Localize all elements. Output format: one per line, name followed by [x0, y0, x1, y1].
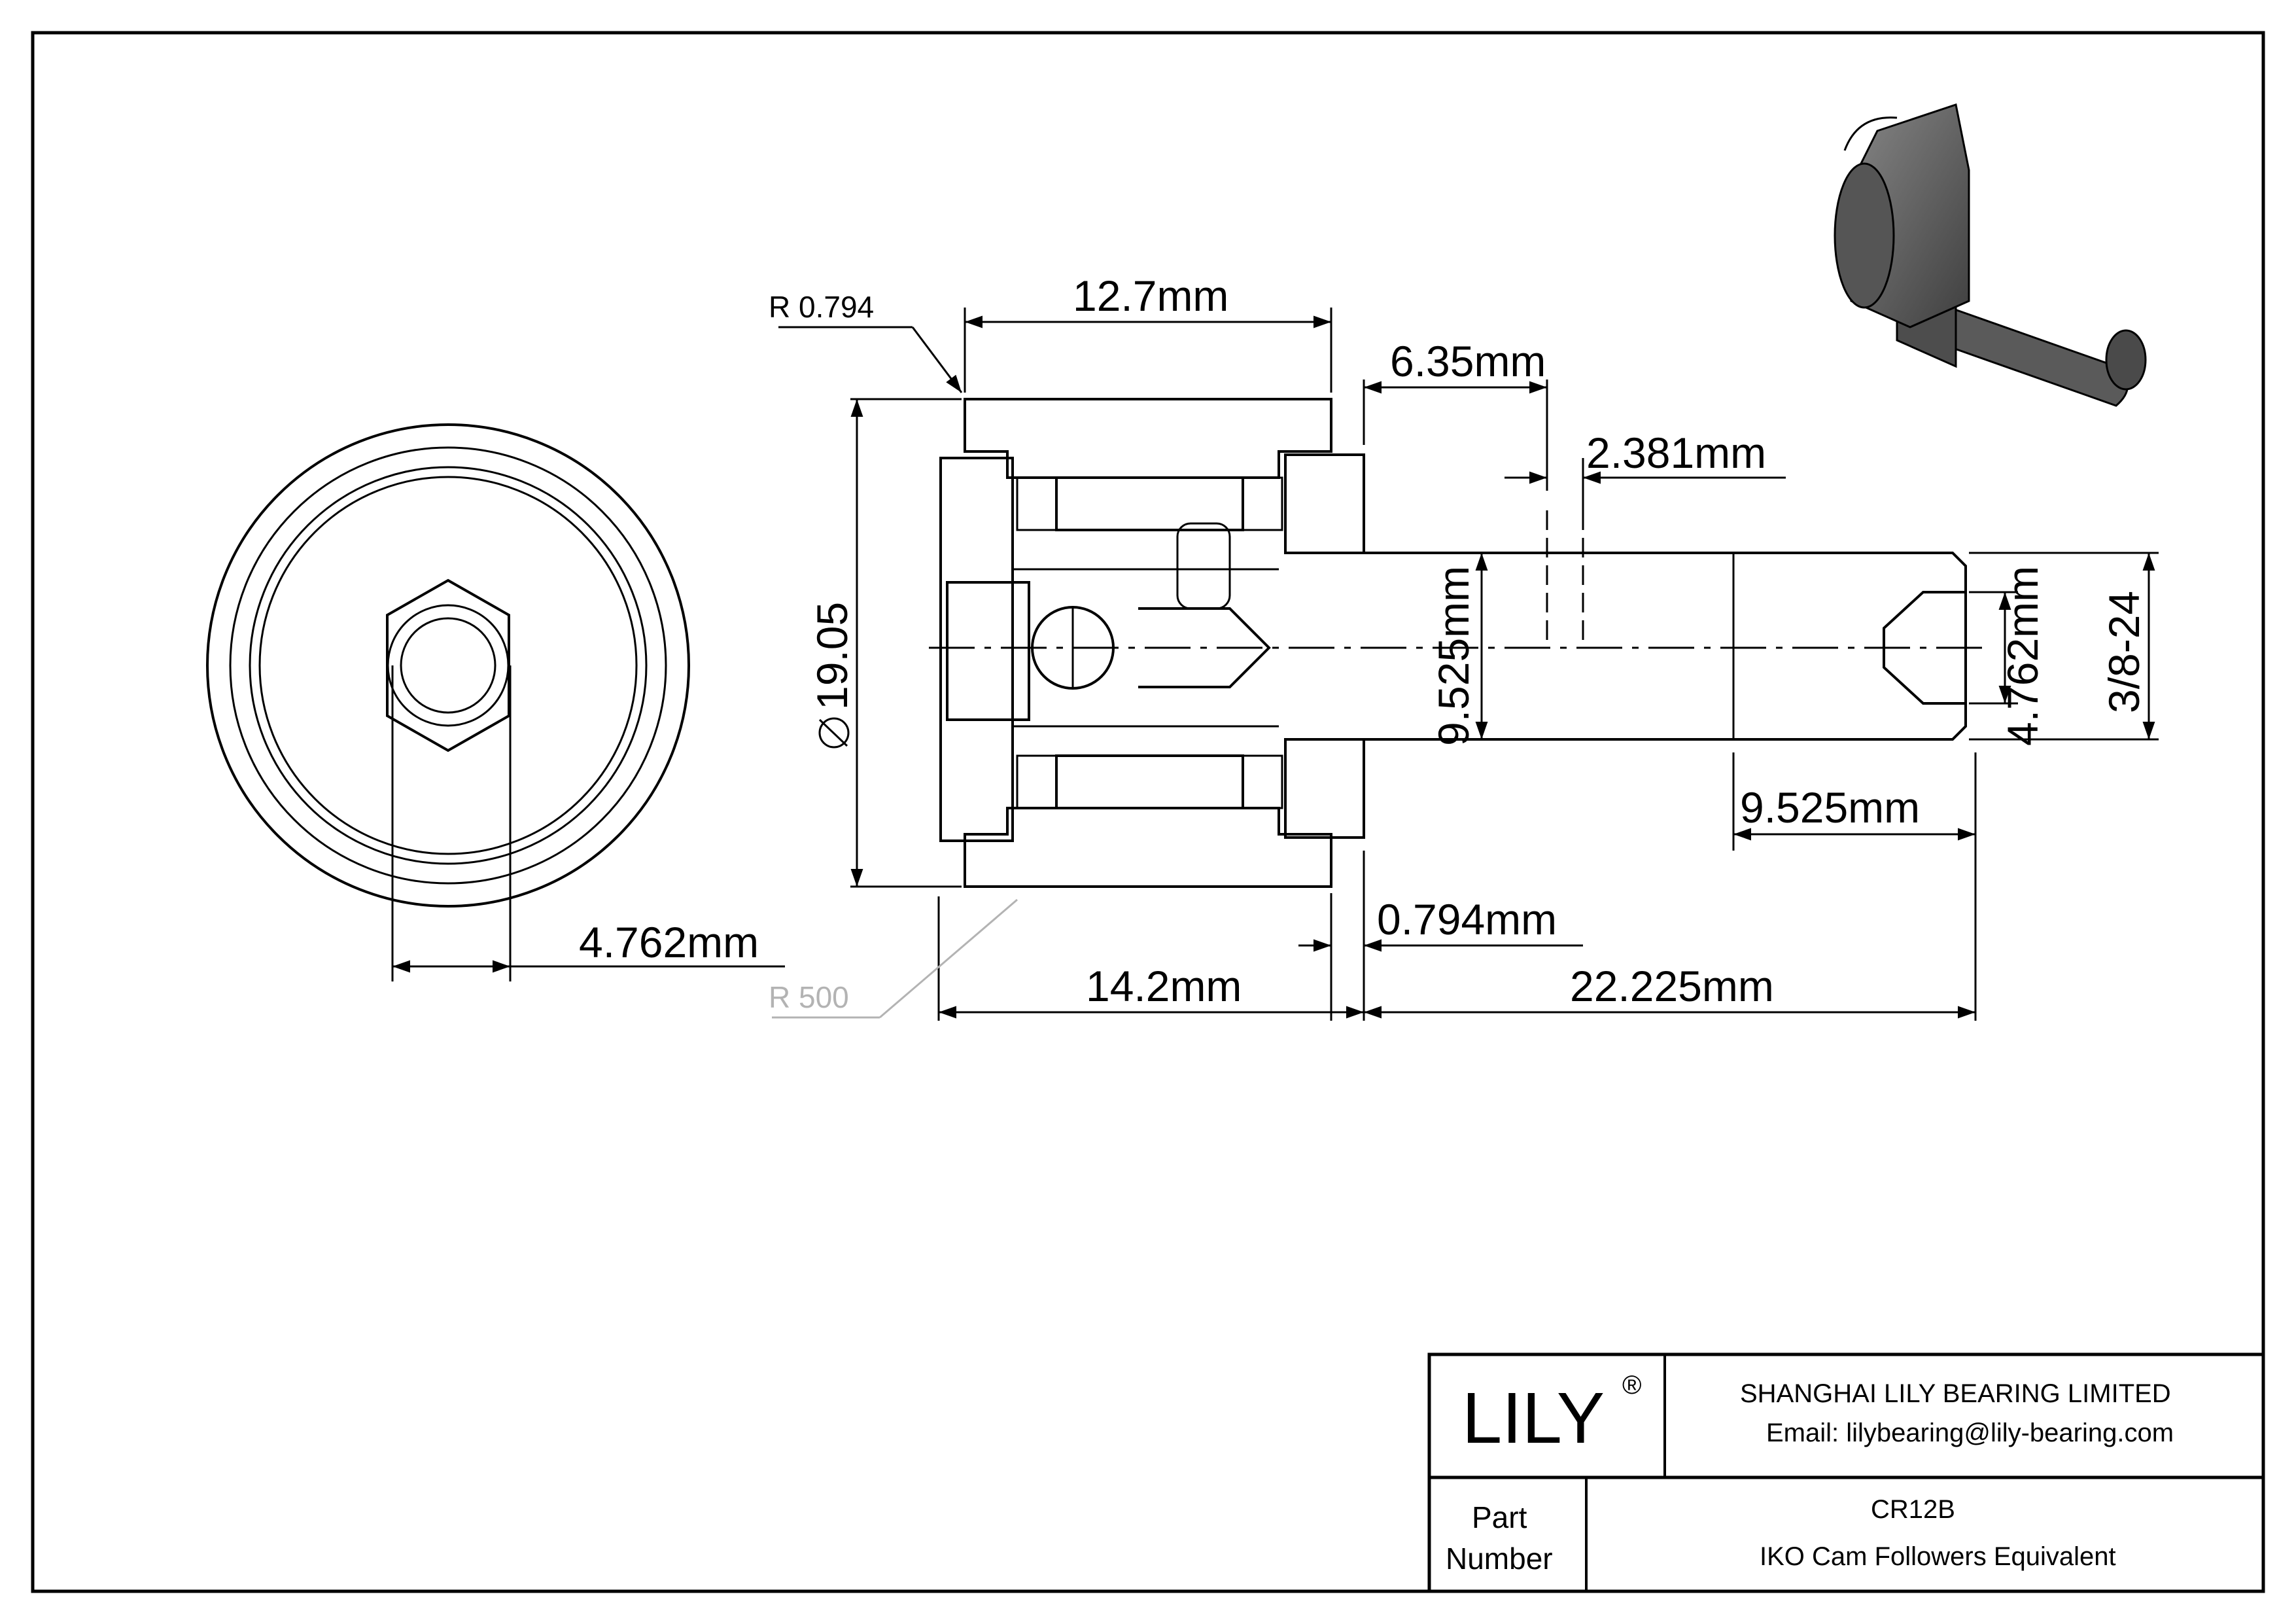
product-render: [1834, 103, 2147, 407]
title-block: LILY ® SHANGHAI LILY BEARING LIMITED Ema…: [1427, 1352, 2265, 1593]
dim-hex: 4.762mm: [1998, 566, 2047, 746]
head-flange: [939, 457, 1014, 842]
dim-radius-crown: R 500: [769, 980, 849, 1014]
dim-stud-dia: 9.525mm: [1429, 566, 1478, 746]
front-view: 4.762mm: [206, 423, 785, 981]
outer-ring-section-bottom: [964, 807, 1332, 888]
sheet-border: [31, 31, 2265, 1593]
dim-dia-outer: 19.05: [808, 602, 856, 710]
company-email: Email: lilybearing@lily-bearing.com: [1766, 1419, 2174, 1447]
part-label-2: Number: [1446, 1542, 1553, 1576]
inner-race-bottom: [1055, 754, 1244, 809]
part-label-1: Part: [1472, 1500, 1527, 1534]
dimensions: 12.7mm R 0.794 6.35mm 2.381mm 19.05 9.52…: [769, 272, 2159, 1021]
inner-race-top: [1055, 476, 1244, 531]
side-washer-top: [1284, 453, 1365, 554]
logo-text: LILY: [1462, 1378, 1605, 1458]
stud-shaft: [1364, 552, 1967, 741]
dim-stud-len: 22.225mm: [1570, 962, 1774, 1010]
dim-flange: 0.794mm: [1377, 895, 1557, 944]
dim-thread: 3/8-24: [2100, 591, 2148, 713]
dim-width-outer: 12.7mm: [1073, 272, 1228, 320]
section-view: [929, 398, 1985, 888]
side-washer-bottom: [1284, 738, 1365, 839]
part-description: IKO Cam Followers Equivalent: [1760, 1542, 2116, 1571]
outer-ring-section: [964, 398, 1332, 479]
logo-registered-mark: ®: [1622, 1371, 1641, 1400]
front-hex-dim: 4.762mm: [579, 918, 759, 966]
dim-shoulder: 6.35mm: [1390, 337, 1546, 385]
part-number: CR12B: [1871, 1495, 1955, 1524]
dim-head-len: 14.2mm: [1086, 962, 1242, 1010]
hex-socket-outline: [386, 578, 510, 752]
dim-thread-len: 9.525mm: [1740, 783, 1920, 832]
dim-radius-top: R 0.794: [769, 290, 874, 324]
dim-groove: 2.381mm: [1586, 429, 1766, 477]
company-name: SHANGHAI LILY BEARING LIMITED: [1740, 1379, 2171, 1408]
